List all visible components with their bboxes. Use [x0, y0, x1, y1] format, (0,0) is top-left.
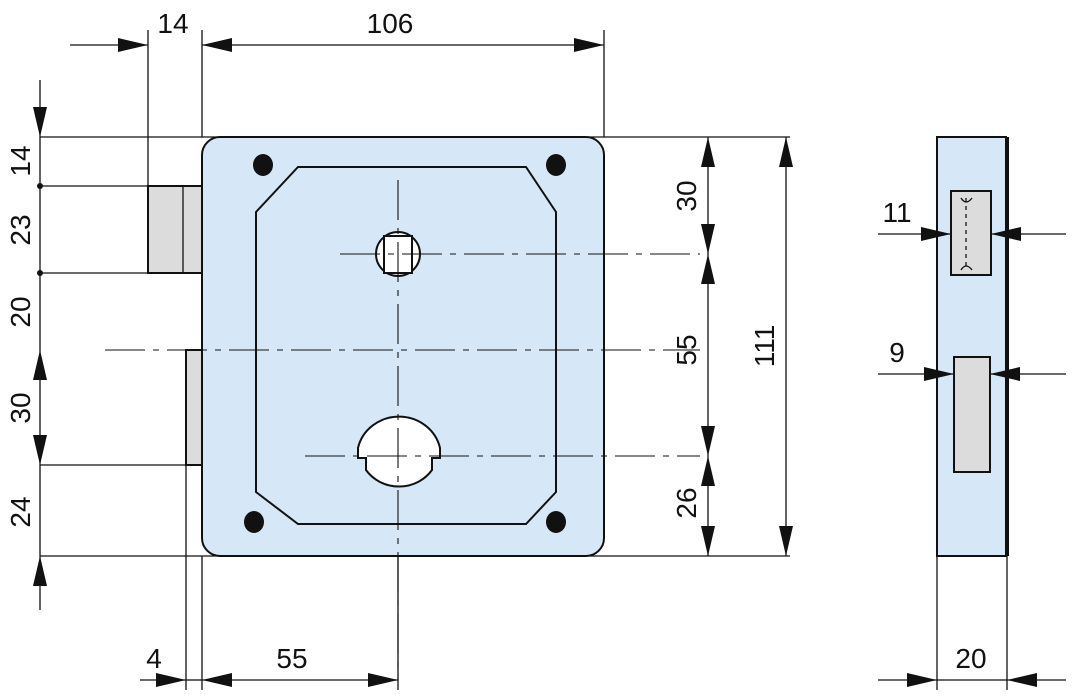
- screw-hole: [244, 511, 264, 533]
- side-latch-slot: [953, 356, 991, 473]
- dim-right-middle: 55: [671, 334, 702, 365]
- dim-top-bolt-projection: 14: [157, 8, 188, 39]
- deadbolt: [147, 185, 203, 274]
- side-view: [878, 136, 1066, 690]
- dim-left-bolt-height: 23: [5, 214, 36, 245]
- cylinder-hole: [357, 415, 441, 488]
- side-bolt-slot: [950, 190, 992, 276]
- case-plate: [201, 136, 605, 557]
- dim-top-width: 106: [367, 8, 414, 39]
- dim-bottom-center-offset: 55: [276, 643, 307, 674]
- inner-panel: [255, 166, 557, 525]
- dim-side-latch-width: 9: [889, 337, 905, 368]
- dim-overall-height: 111: [749, 325, 780, 368]
- dim-left-bottom: 24: [5, 496, 36, 527]
- dim-side-depth: 20: [955, 643, 986, 674]
- dimension-lines: [33, 38, 793, 687]
- latch-front-plate: [185, 349, 203, 466]
- dim-side-bolt-width: 11: [882, 197, 911, 228]
- screw-hole: [546, 511, 566, 533]
- dimension-labels: 14 106 14 23 20 30 24 30 55 26 111 4 55 …: [5, 8, 987, 674]
- extension-lines: [37, 30, 790, 690]
- dim-left-gap: 20: [5, 296, 36, 327]
- screw-hole: [253, 154, 273, 176]
- front-view: [105, 136, 700, 680]
- dim-bottom-front-plate: 4: [146, 643, 162, 674]
- screw-hole: [546, 154, 566, 176]
- dim-right-upper: 30: [671, 180, 702, 211]
- dim-right-lower: 26: [671, 487, 702, 518]
- dim-left-top-offset: 14: [5, 145, 36, 176]
- dim-left-latch-height: 30: [5, 392, 36, 423]
